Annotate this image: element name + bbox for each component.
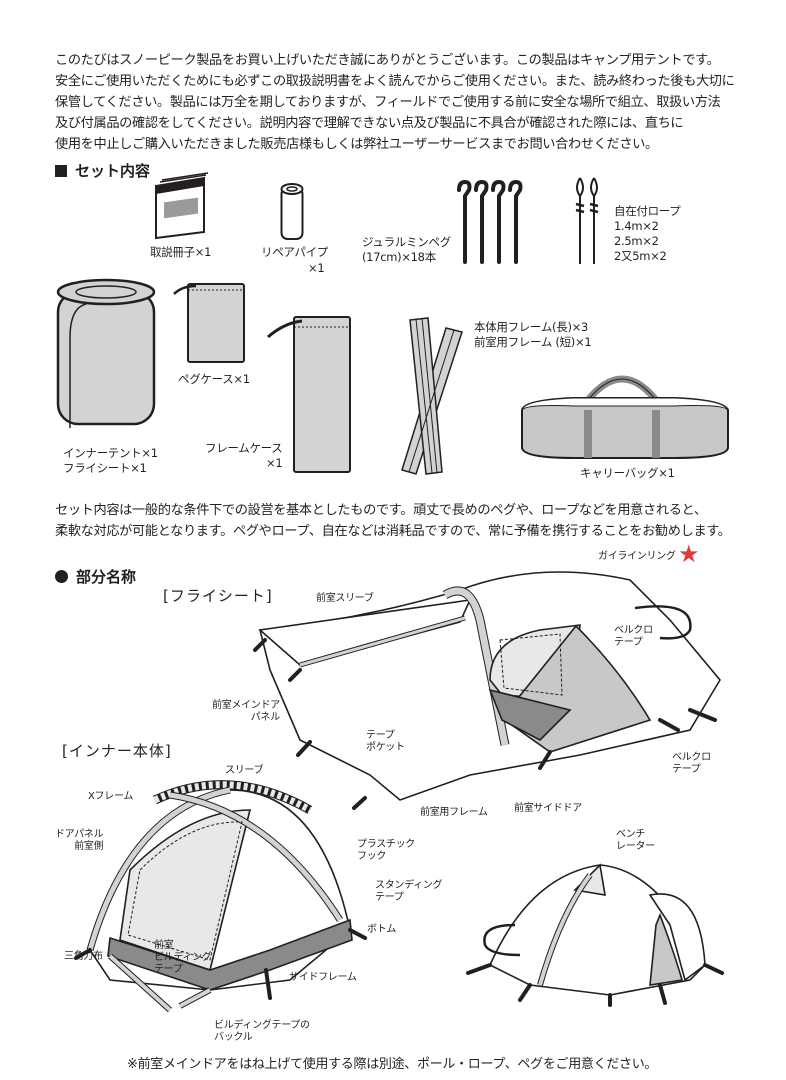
flysheet-title: [フライシート] <box>163 587 273 605</box>
label-line: テープ <box>154 964 183 975</box>
frame-case-icon <box>267 316 351 473</box>
label-line: パネル <box>250 712 280 723</box>
side-frame-label: サイドフレーム <box>289 972 357 983</box>
vestibule-frame-label: 前室用フレーム <box>420 807 488 818</box>
set-contents-note: セット内容は一般的な条件下での設営を基本としたものです。頑丈で長めのペグや、ロー… <box>55 500 731 542</box>
note-line: セット内容は一般的な条件下での設営を基本としたものです。頑丈で長めのペグや、ロー… <box>55 503 707 518</box>
label-line: スタンディング <box>375 880 443 891</box>
intro-line: このたびはスノーピーク製品をお買い上げいただき誠にありがとうございます。この製品… <box>55 53 720 68</box>
ventilator-label: ベンチ レーター <box>616 829 655 853</box>
rolled-tent-icon <box>56 278 156 428</box>
square-bullet-icon <box>55 164 67 177</box>
star-icon: ★ <box>678 540 700 568</box>
rope-size-1: 1.4m×2 <box>614 219 659 233</box>
parts-heading: 部分名称 <box>55 566 136 587</box>
rear-view-tent-diagram <box>466 863 724 1007</box>
heading-text: セット内容 <box>75 162 151 180</box>
frame-case-qty: ×1 <box>266 456 283 470</box>
intro-line: 及び付属品の確認をしてください。説明内容で理解できない点及び製品に不具合が確認さ… <box>55 116 684 131</box>
label-line: 前室 <box>154 940 174 951</box>
sleeve-label: スリーブ <box>225 765 264 776</box>
velcro-tape-label-1: ベルクロ テープ <box>614 625 653 649</box>
main-door-panel-label: 前室メインドア パネル <box>212 700 280 724</box>
repair-pipe-icon <box>280 183 304 240</box>
label-line: ベルクロ <box>672 752 711 763</box>
label-line: ポケット <box>366 742 405 753</box>
label-line: ドアパネル <box>55 829 104 840</box>
peg-case-label: ペグケース×1 <box>178 372 250 386</box>
rope-size-2: 2.5m×2 <box>614 234 659 248</box>
footnote: ※前室メインドアをはね上げて使用する際は別途、ポール・ロープ、ペグをご用意くださ… <box>127 1057 658 1072</box>
pegs-qty: (17cm)×18本 <box>362 250 436 264</box>
plastic-hook-label: プラスチック フック <box>357 839 415 863</box>
circle-bullet-icon <box>55 570 68 583</box>
inner-title: [インナー本体] <box>62 742 172 760</box>
door-panel-label: ドアパネル 前室側 <box>55 829 104 853</box>
flysheet-diagram <box>253 571 721 810</box>
carry-bag-icon <box>521 375 729 459</box>
frames-long-label: 本体用フレーム(長)×3 <box>474 320 588 334</box>
label-line: ベンチ <box>616 829 646 840</box>
rope-icon <box>575 177 599 264</box>
carry-bag-label: キャリーバッグ×1 <box>580 466 675 480</box>
x-frame-label: Xフレーム <box>88 791 134 802</box>
tent-label: インナーテント×1 <box>63 446 158 460</box>
label-line: テープ <box>614 637 643 648</box>
label-line: 前室メインドア <box>212 700 280 711</box>
note-line: 柔軟な対応が可能となります。ペグやロープ、自在などは消耗品ですので、常に予備を携… <box>55 524 731 539</box>
repair-pipe-qty: ×1 <box>308 261 325 275</box>
label-line: テープ <box>375 892 404 903</box>
frame-poles-icon <box>401 317 463 475</box>
guyline-ring-label: ガイラインリング <box>598 551 676 562</box>
intro-paragraph: このたびはスノーピーク製品をお買い上げいただき誠にありがとうございます。この製品… <box>55 50 755 155</box>
frames-short-label: 前室用フレーム (短)×1 <box>474 335 592 349</box>
tape-pocket-label: テープ ポケット <box>366 730 405 754</box>
triangle-cloth-label: 三角力布 <box>64 951 103 962</box>
label-line: レーター <box>616 841 655 852</box>
set-contents-heading: セット内容 <box>55 160 150 181</box>
standing-tape-label: スタンディング テープ <box>375 880 443 904</box>
manual-label: 取説冊子×1 <box>150 245 212 259</box>
manual-booklet-icon <box>155 172 209 240</box>
peg-case-icon <box>173 283 245 363</box>
intro-line: 使用を中止しご購入いただきました販売店様もしくは弊社ユーザーサービスまでお問い合… <box>55 137 658 152</box>
bottom-label: ボトム <box>367 924 397 935</box>
side-door-label: 前室サイドドア <box>514 803 582 814</box>
label-line: フック <box>357 851 387 862</box>
repair-pipe-label: リペアパイプ <box>261 245 328 259</box>
label-line: バックル <box>214 1032 253 1043</box>
frame-case-label: フレームケース <box>205 441 283 455</box>
peg-icon <box>457 179 523 264</box>
vestibule-sleeve-label: 前室スリーブ <box>316 593 374 604</box>
label-line: ベルクロ <box>614 625 653 636</box>
intro-line: 保管してください。製品には万全を期しておりますが、フィールドでご使用する前に安全… <box>55 95 721 110</box>
intro-line: 安全にご使用いただくためにも必ずこの取扱説明書をよく読んでからご使用ください。ま… <box>55 74 735 89</box>
rope-size-3: 2又5m×2 <box>614 249 667 263</box>
label-line: ビルディング <box>154 952 212 963</box>
rope-label: 自在付ロープ 1.4m×2 2.5m×2 2又5m×2 <box>614 204 681 264</box>
label-line: ビルディングテープの <box>214 1020 310 1031</box>
label-line: プラスチック <box>357 839 415 850</box>
velcro-tape-label-2: ベルクロ テープ <box>672 752 711 776</box>
label-line: テープ <box>672 764 701 775</box>
label-line: 前室側 <box>74 841 104 852</box>
flysheet-label: フライシート×1 <box>63 461 147 475</box>
inner-tent-diagram <box>74 780 367 1013</box>
rope-name: 自在付ロープ <box>614 204 681 218</box>
label-line: テープ <box>366 730 395 741</box>
buckle-label: ビルディングテープの バックル <box>214 1020 310 1044</box>
pegs-label: ジュラルミンペグ <box>362 235 451 249</box>
heading-text: 部分名称 <box>76 568 137 586</box>
building-tape-label: 前室 ビルディング テープ <box>154 940 212 976</box>
